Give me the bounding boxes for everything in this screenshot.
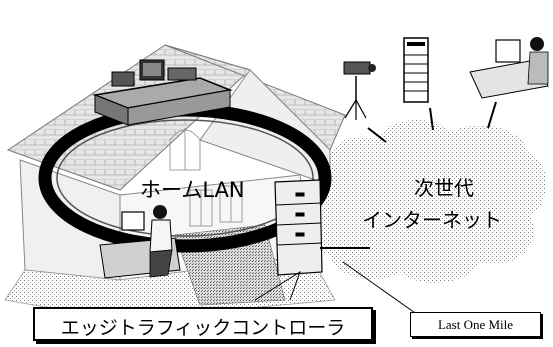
desk-with-pc-icon [92,59,233,126]
edge-controller-label: エッジトラフィックコントローラ [60,317,346,339]
video-camera-icon [343,61,376,120]
person-at-desk-icon [99,205,181,279]
home-lan-label: ホームLAN [140,178,245,202]
last-one-mile-label: Last One Mile [437,317,514,332]
internet-label: インターネット [362,208,502,232]
server-rack-icon [403,37,429,103]
next-gen-label: 次世代 [414,176,474,200]
workstation-user-icon [469,37,549,99]
edge-controller-callout: エッジトラフィックコントローラ [33,307,373,341]
callout-pointers [254,261,419,316]
cabinet-icon [274,179,323,276]
last-one-mile-callout: Last One Mile [410,312,541,337]
internet-cloud-icon [307,119,547,283]
device-links [367,101,497,143]
